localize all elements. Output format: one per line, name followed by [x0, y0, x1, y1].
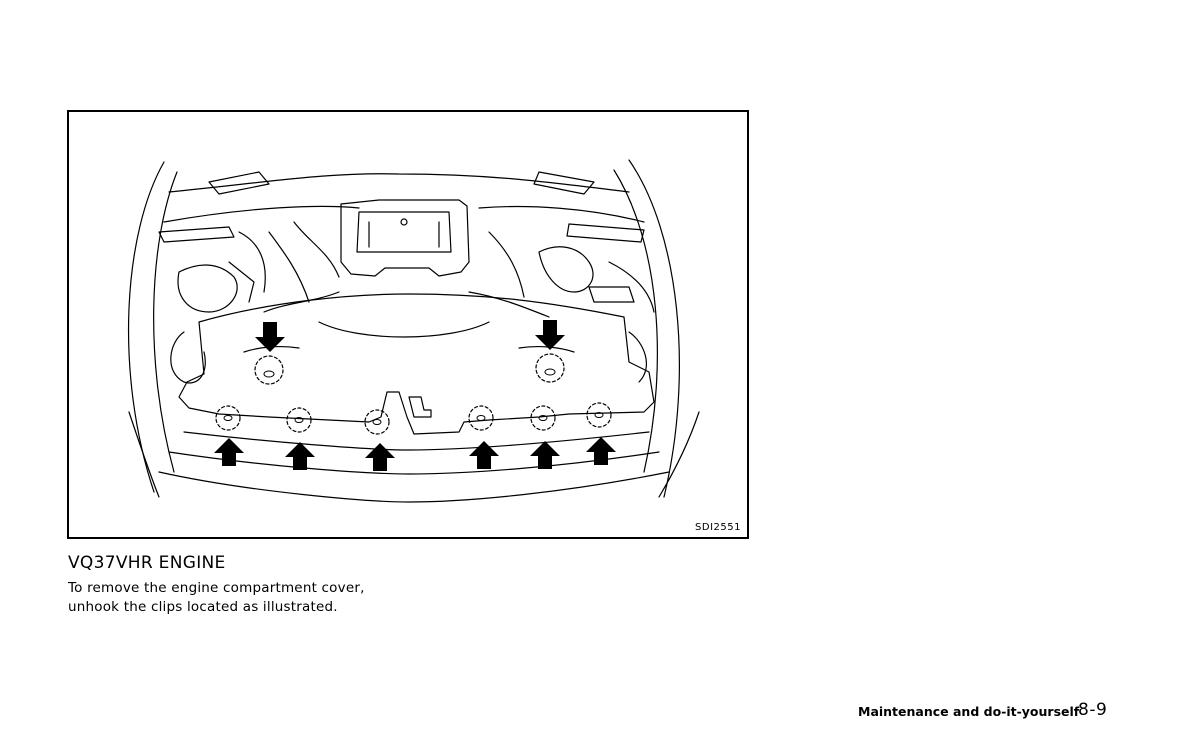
engine-compartment-illustration — [127, 159, 700, 503]
clip-marker — [468, 405, 494, 431]
footer-chapter-title: Maintenance and do-it-yourself — [858, 704, 1080, 719]
clip-marker — [286, 407, 312, 433]
section-heading: VQ37VHR ENGINE — [68, 553, 226, 573]
arrow-up-icon — [469, 441, 499, 469]
arrow-down-icon — [535, 320, 565, 350]
arrow-up-icon — [214, 438, 244, 466]
arrow-up-icon — [365, 443, 395, 471]
clip-marker — [530, 405, 556, 431]
engine-cover-figure: SDI2551 — [67, 110, 749, 539]
arrow-up-icon — [285, 442, 315, 470]
clip-location-markers — [215, 353, 612, 435]
clip-marker — [535, 353, 565, 383]
arrow-down-icon — [255, 322, 285, 352]
figure-code-label: SDI2551 — [695, 522, 741, 533]
arrow-up-icon — [586, 437, 616, 465]
instruction-text-line-1: To remove the engine compartment cover, — [68, 580, 365, 596]
arrow-up-icon — [530, 441, 560, 469]
clip-marker — [586, 402, 612, 428]
clip-marker — [215, 405, 241, 431]
instruction-text-line-2: unhook the clips located as illustrated. — [68, 599, 338, 615]
down-arrows — [255, 320, 565, 352]
clip-marker — [254, 355, 284, 385]
footer-page-number: 8-9 — [1078, 700, 1108, 720]
up-arrows — [214, 437, 616, 471]
clip-marker — [364, 409, 390, 435]
